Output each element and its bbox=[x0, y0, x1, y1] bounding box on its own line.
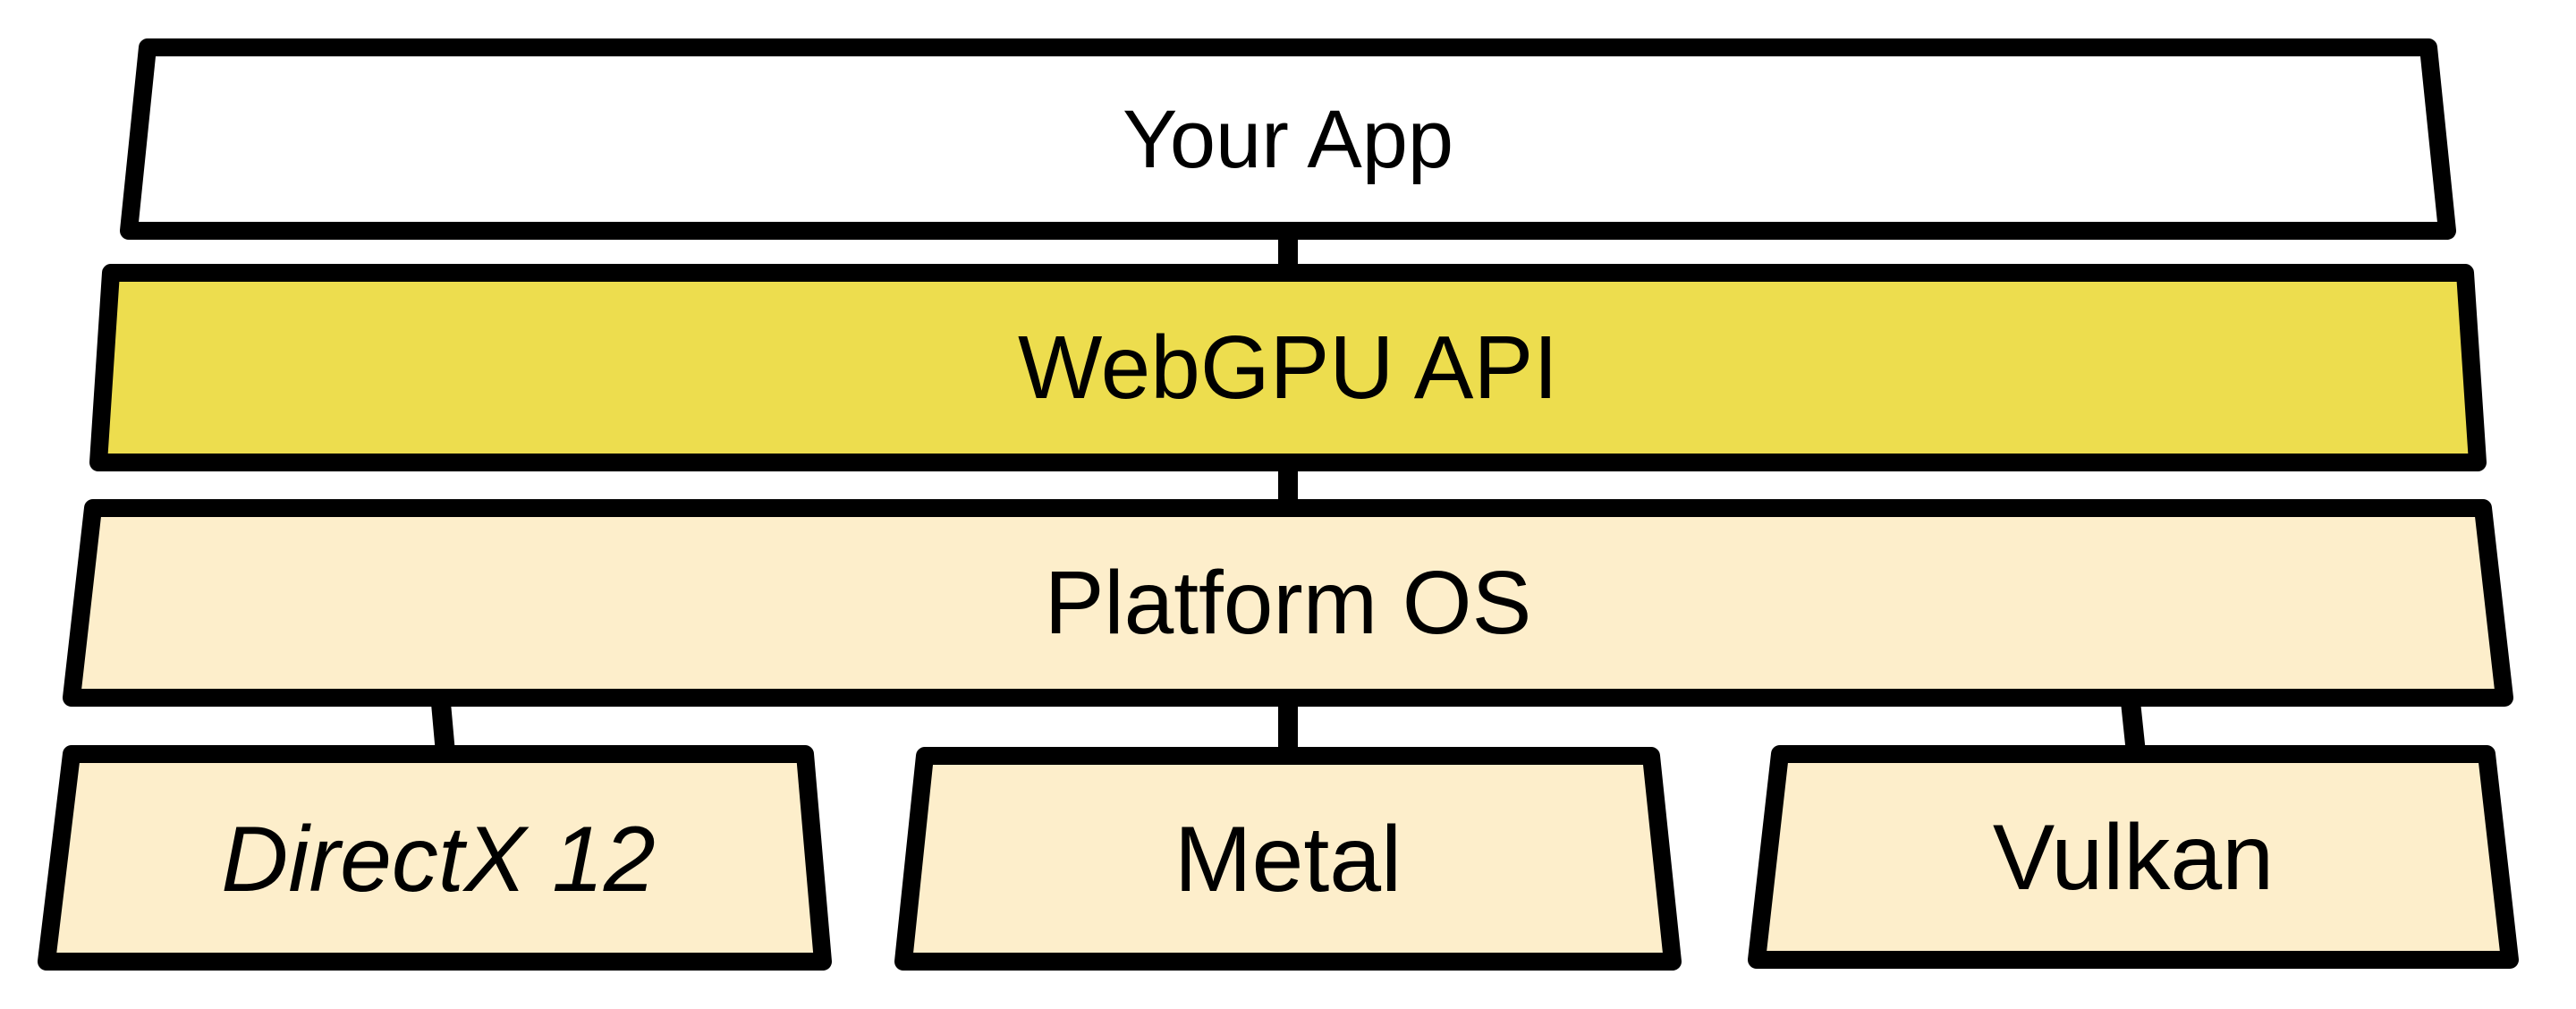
layer-webgpu-api: WebGPU API bbox=[89, 264, 2487, 471]
directx-12-label: DirectX 12 bbox=[221, 808, 656, 911]
vulkan-box bbox=[1748, 745, 2519, 969]
layer-metal: Metal bbox=[894, 747, 1682, 971]
platform-os-label: Platform OS bbox=[1045, 553, 1532, 653]
platform-os-box bbox=[63, 499, 2513, 707]
metal-box bbox=[894, 747, 1682, 971]
layer-directx-12: DirectX 12 bbox=[38, 745, 832, 971]
layer-platform-os: Platform OS bbox=[63, 499, 2513, 707]
webgpu-api-label: WebGPU API bbox=[1018, 318, 1558, 418]
your-app-label: Your App bbox=[1123, 94, 1453, 185]
your-app-box bbox=[120, 38, 2456, 240]
layer-vulkan: Vulkan bbox=[1748, 745, 2519, 969]
webgpu-api-box bbox=[89, 264, 2487, 471]
directx-12-box bbox=[38, 745, 832, 971]
metal-label: Metal bbox=[1174, 808, 1402, 911]
layer-your-app: Your App bbox=[120, 38, 2456, 240]
vulkan-label: Vulkan bbox=[1993, 806, 2274, 910]
